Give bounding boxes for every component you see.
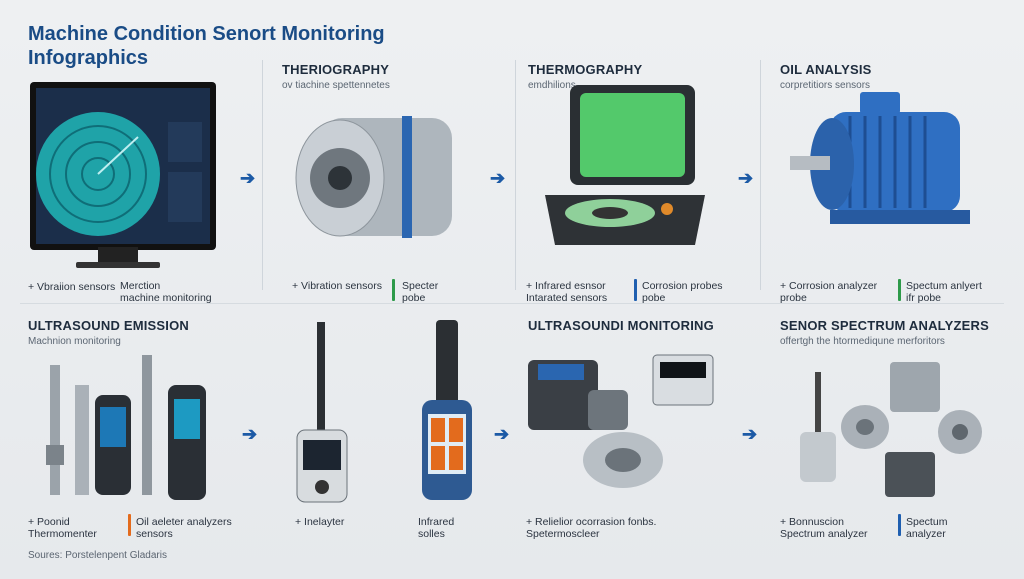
caption: + Relielior ocorrasion fonbs. Spetermosc…	[526, 516, 657, 540]
arrow-right-icon: ➔	[494, 424, 510, 444]
page-title: Machine Condition Senort Monitoring Info…	[28, 23, 385, 69]
legend-mark	[392, 279, 395, 301]
caption: Spectum analyzer	[906, 516, 948, 540]
caption: + Vibration sensors	[292, 280, 382, 292]
spectrum-analyzer-parts-icon	[800, 362, 982, 497]
thermal-imager-icon	[422, 320, 472, 500]
caption: Infrared solles	[418, 516, 455, 540]
row-divider	[20, 303, 1004, 304]
caption: + Vbraiion sensors	[28, 281, 116, 293]
bottom-col4-subheading: offertgh the htormediqune merforitors	[780, 336, 945, 347]
column-divider	[760, 60, 761, 290]
col3-heading: THERMOGRAPHY	[528, 62, 643, 77]
col4-subheading: corpretitiors sensors	[780, 80, 871, 91]
arrow-right-icon: ➔	[240, 168, 256, 188]
source-note: Soures: Porstelenpent Gladaris	[28, 550, 167, 561]
col2-heading: THERIOGRAPHY	[282, 62, 390, 77]
caption: Merction machine monitoring	[120, 280, 212, 304]
legend-mark	[634, 279, 637, 301]
arrow-right-icon: ➔	[738, 168, 754, 188]
legend-mark	[898, 514, 901, 536]
col2-subheading: ov tiachine spettennetes	[282, 80, 390, 91]
column-divider	[262, 60, 263, 290]
monitor-display-icon	[30, 82, 216, 268]
col4-heading: OIL ANALYSIS	[780, 62, 872, 77]
arrow-right-icon: ➔	[490, 168, 506, 188]
bottom-col4-heading: SENOR SPECTRUM ANALYZERS	[780, 318, 989, 333]
electric-motor-icon	[790, 92, 970, 224]
legend-mark	[128, 514, 131, 536]
caption: Specter pobe	[402, 280, 439, 304]
cylinder-sensor-icon	[295, 116, 452, 238]
caption: + Infrared esnsor Intarated sensors	[526, 280, 608, 304]
handheld-probes-icon	[46, 355, 206, 500]
caption: + Inelayter	[295, 516, 345, 528]
handheld-meter-icon	[296, 322, 348, 503]
bottom-col1-subheading: Machnion monitoring	[28, 336, 121, 347]
caption: + Bonnuscion Spectrum analyzer	[780, 516, 868, 540]
case-analyzer-icon	[545, 85, 705, 245]
industrial-sensors-icon	[528, 354, 714, 488]
arrow-right-icon: ➔	[742, 424, 758, 444]
bottom-col1-heading: ULTRASOUND EMISSION	[28, 318, 190, 333]
col3-subheading: emdhilions	[528, 80, 576, 91]
arrow-right-icon: ➔	[242, 424, 258, 444]
caption: + Poonid Thermomenter	[28, 516, 97, 540]
column-divider	[515, 60, 516, 290]
caption: Spectum anlyert ifr pobe	[906, 280, 982, 304]
caption: Corrosion probes pobe	[642, 280, 723, 304]
legend-mark	[898, 279, 901, 301]
caption: Oil aeleter analyzers sensors	[136, 516, 232, 540]
bottom-col3-heading: ULTRASOUNDI MONITORING	[528, 318, 714, 333]
caption: + Corrosion analyzer probe	[780, 280, 878, 304]
